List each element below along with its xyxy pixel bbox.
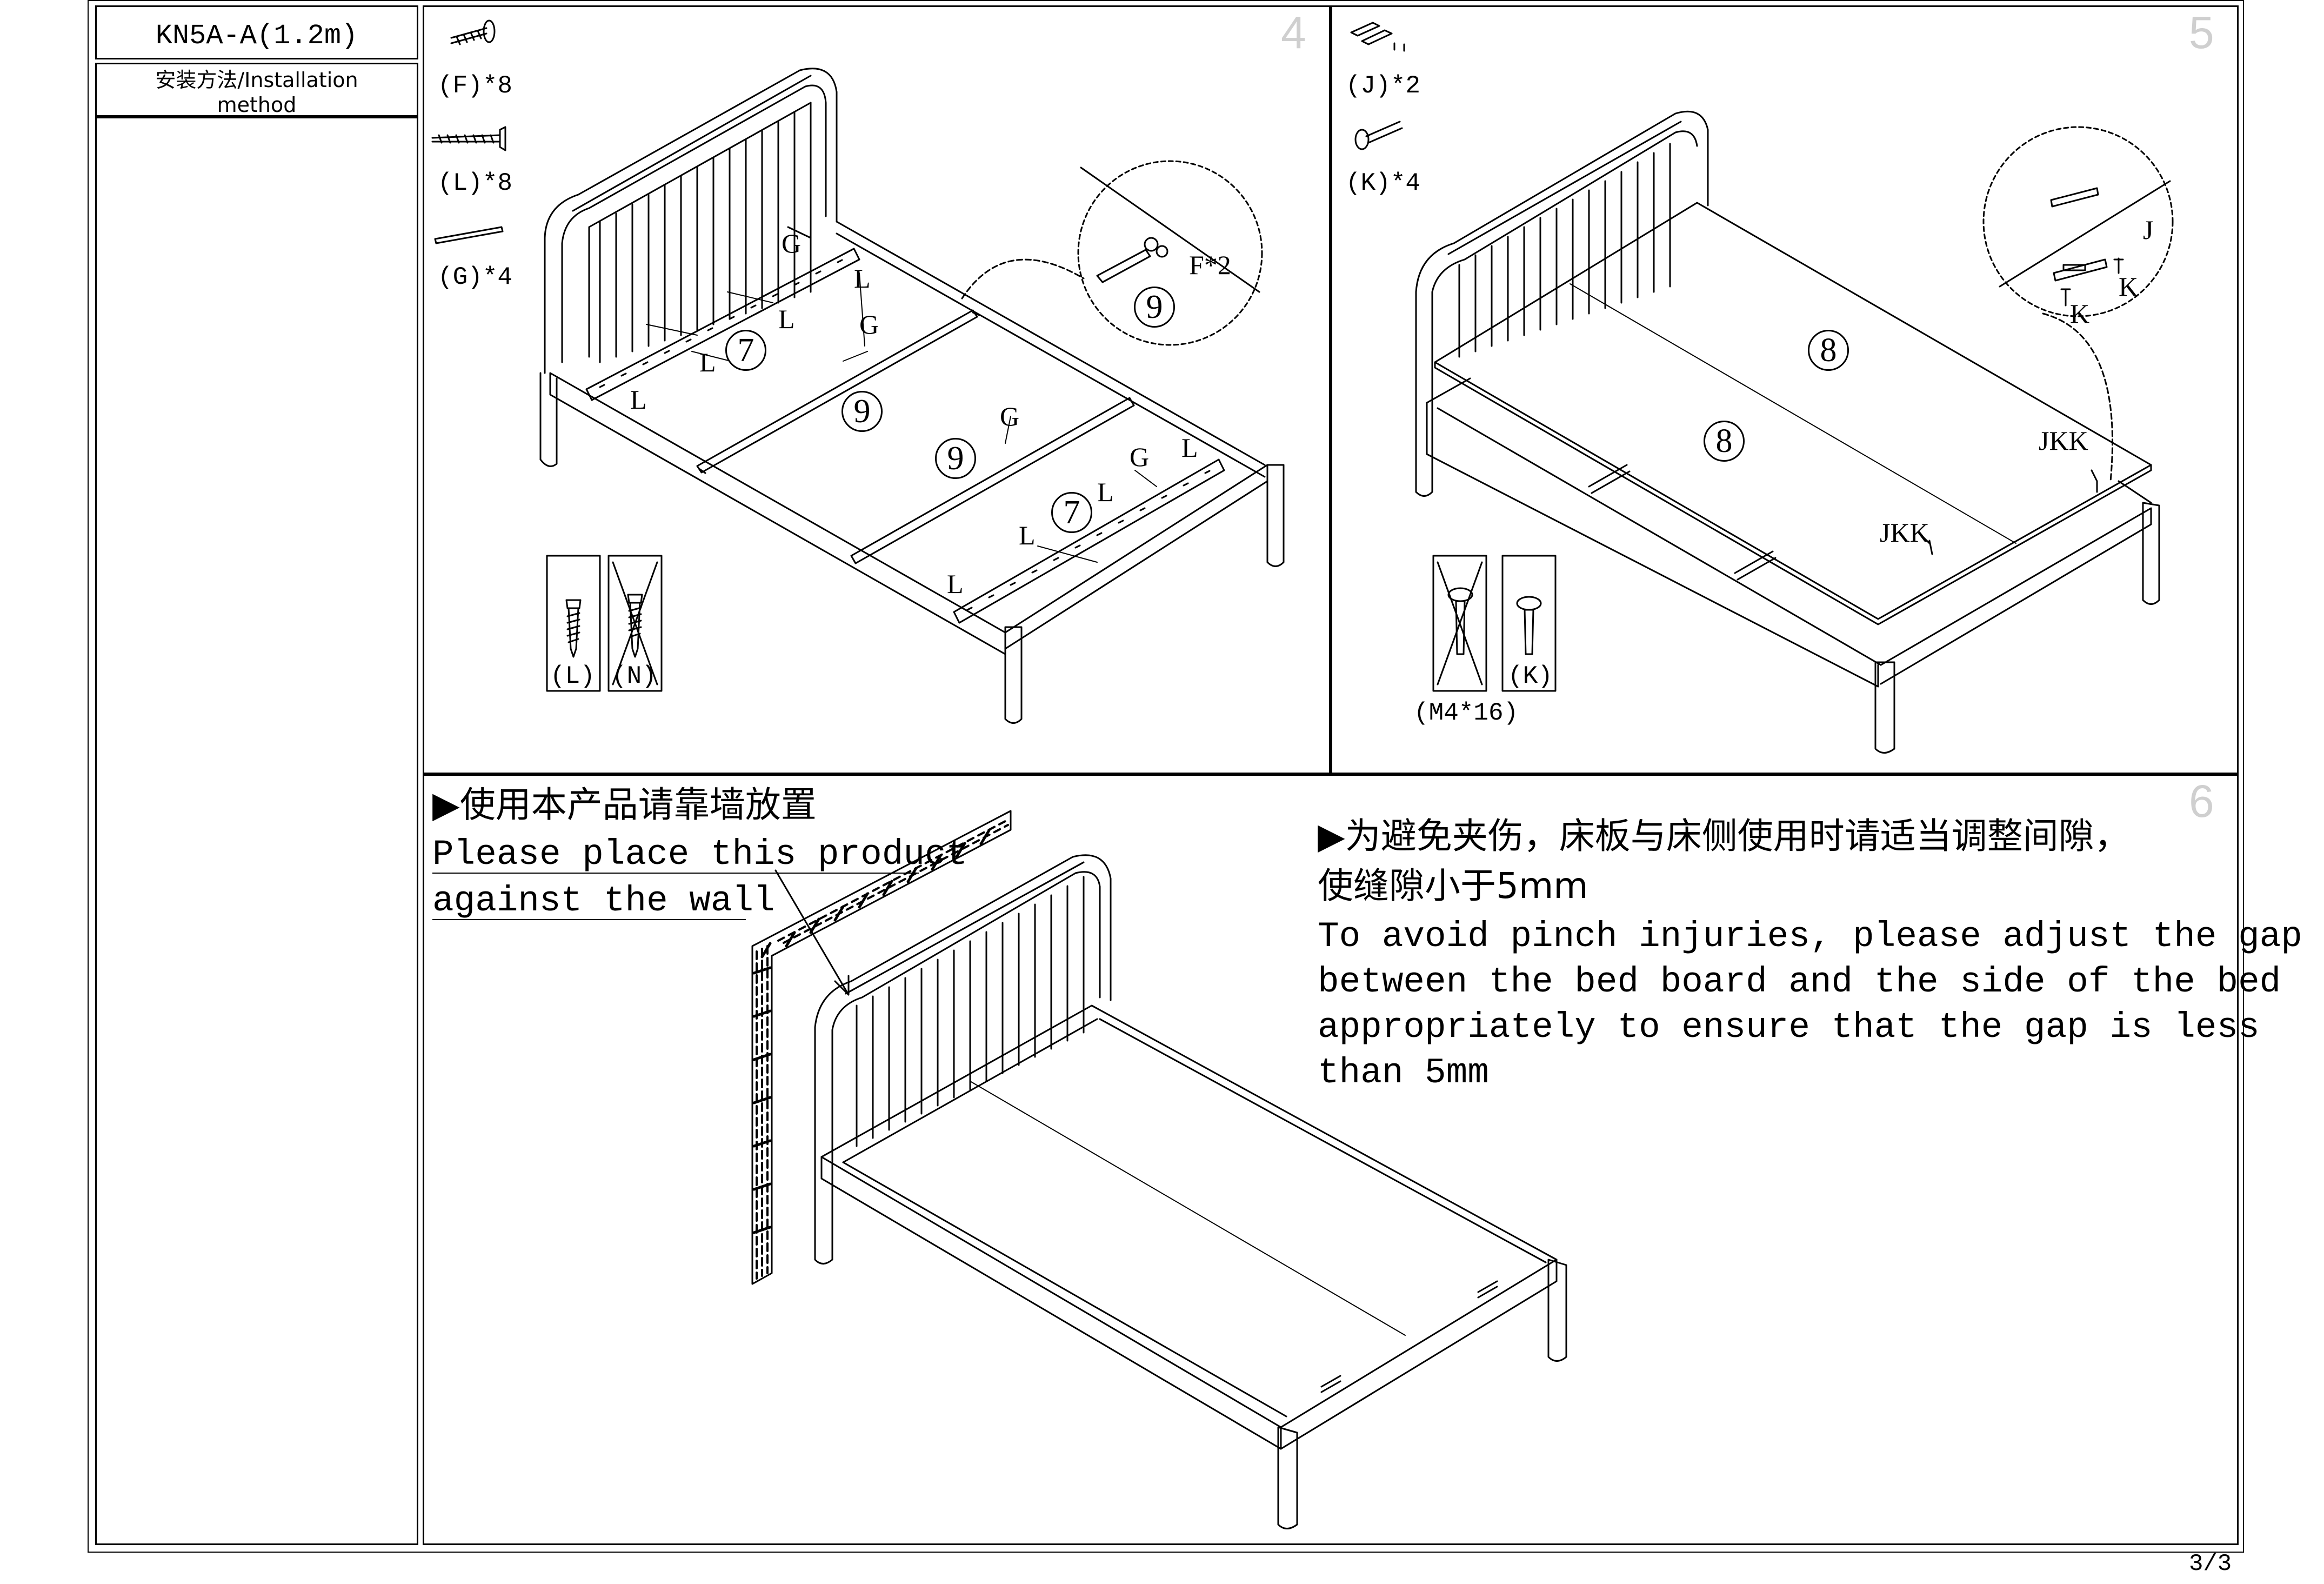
- step5-bed-frame: [1415, 110, 2160, 754]
- wall-text-underline-2: [432, 919, 746, 920]
- part-k-count: (K)*4: [1346, 169, 1421, 197]
- label-g-2: G: [859, 309, 879, 340]
- screw-f-icon: [450, 19, 496, 45]
- label-g-4: G: [1130, 442, 1150, 472]
- step6-number: 6: [2189, 776, 2214, 827]
- page-frame: [88, 0, 2244, 1553]
- screw-l-label: (L): [550, 662, 595, 690]
- screw-n-symbol-icon: [612, 561, 658, 685]
- header-model-box: KN5A-A(1.2m): [95, 5, 418, 59]
- model-title: KN5A-A(1.2m): [155, 20, 358, 52]
- step5-number: 5: [2189, 7, 2214, 58]
- step4-bed-frame: [539, 68, 1285, 724]
- label-l-3: L: [699, 347, 716, 377]
- wall-instruction-en-1: Please place this product: [432, 834, 968, 875]
- label-l-7: L: [1019, 520, 1036, 550]
- screw-l-symbol-icon: [565, 599, 582, 658]
- label-l-2: L: [778, 304, 795, 334]
- detail-f2-label: F*2: [1189, 250, 1231, 280]
- callout-9-detail: 9: [1134, 287, 1175, 328]
- wall-text-underline-1: [432, 873, 919, 874]
- callout-9-lower: 9: [935, 438, 976, 479]
- wall-hatching: [751, 810, 1012, 1285]
- callout-7-lower: 7: [1051, 492, 1092, 533]
- detail-j-label: J: [2143, 215, 2154, 245]
- screw-k-symbol-box: [1501, 555, 1557, 692]
- label-l-6: L: [1097, 477, 1114, 507]
- pinch-warning-en-1: To avoid pinch injuries, please adjust t…: [1318, 916, 2302, 957]
- wall-pointer-arrow: [774, 869, 850, 996]
- wall-instruction-en-2: against the wall: [432, 881, 775, 921]
- part-f-count: (F)*8: [438, 72, 513, 100]
- jkk-label-right: JKK: [2039, 425, 2088, 456]
- pinch-warning-en-3: appropriately to ensure that the gap is …: [1318, 1007, 2260, 1048]
- detail-k-label-1: K: [2119, 271, 2139, 302]
- installation-method-label: 安装方法/Installation method: [155, 68, 358, 117]
- step4-number: 4: [1281, 7, 1306, 58]
- step4-panel: [423, 5, 1331, 774]
- jkk-label-left: JKK: [1880, 517, 1929, 548]
- screw-k-symbol-icon: [1516, 596, 1542, 655]
- screw-m4-label: (M4*16): [1414, 699, 1519, 727]
- step5-detail-magnifier: [1982, 126, 2174, 482]
- page-number: 3/3: [2189, 1550, 2232, 1578]
- callout-7-upper: 7: [725, 330, 766, 371]
- callout-9-upper: 9: [842, 391, 883, 432]
- pinch-warning-zh-1: ▶为避免夹伤，床板与床侧使用时请适当调整间隙，: [1318, 815, 2130, 857]
- label-l-4: L: [630, 384, 647, 415]
- part-l-count: (L)*8: [438, 169, 513, 197]
- wall-instruction-zh: ▶使用本产品请靠墙放置: [432, 784, 817, 826]
- screw-k-label: (K): [1508, 662, 1553, 690]
- callout-8-lower: 8: [1704, 421, 1745, 462]
- label-g-3: G: [1000, 401, 1020, 431]
- step5-panel: [1331, 5, 2239, 774]
- label-l-5: L: [1181, 432, 1198, 463]
- part-j-count: (J)*2: [1346, 72, 1421, 100]
- screw-n-symbol-box: [607, 555, 663, 692]
- installation-method-box: 安装方法/Installation method: [95, 63, 418, 117]
- screw-l-icon: [431, 126, 506, 151]
- step6-bed-frame: [814, 854, 1567, 1529]
- connector-j-icon: [1350, 22, 1405, 52]
- screw-n-label: (N): [612, 662, 657, 690]
- label-g-1: G: [782, 228, 802, 258]
- pinch-warning-zh-2: 使缝隙小于5mm: [1318, 865, 1588, 907]
- left-sidebar-blank: [95, 117, 418, 1545]
- screw-l-symbol-box: [546, 555, 601, 692]
- screw-k-icon: [1354, 121, 1403, 150]
- label-l-1: L: [854, 263, 871, 294]
- pinch-warning-en-4: than 5mm: [1318, 1053, 1489, 1093]
- label-l-8: L: [947, 569, 964, 599]
- part-g-count: (G)*4: [438, 263, 513, 291]
- screw-m4-symbol-icon: [1437, 561, 1483, 685]
- bracket-g-icon: [434, 226, 504, 244]
- screw-m4-symbol-box: [1432, 555, 1487, 692]
- detail-k-label-2: K: [2070, 298, 2090, 329]
- callout-8-upper: 8: [1808, 330, 1849, 371]
- step6-panel: [423, 774, 2239, 1545]
- step4-detail-magnifier: [961, 160, 1263, 346]
- pinch-warning-en-2: between the bed board and the side of th…: [1318, 962, 2281, 1002]
